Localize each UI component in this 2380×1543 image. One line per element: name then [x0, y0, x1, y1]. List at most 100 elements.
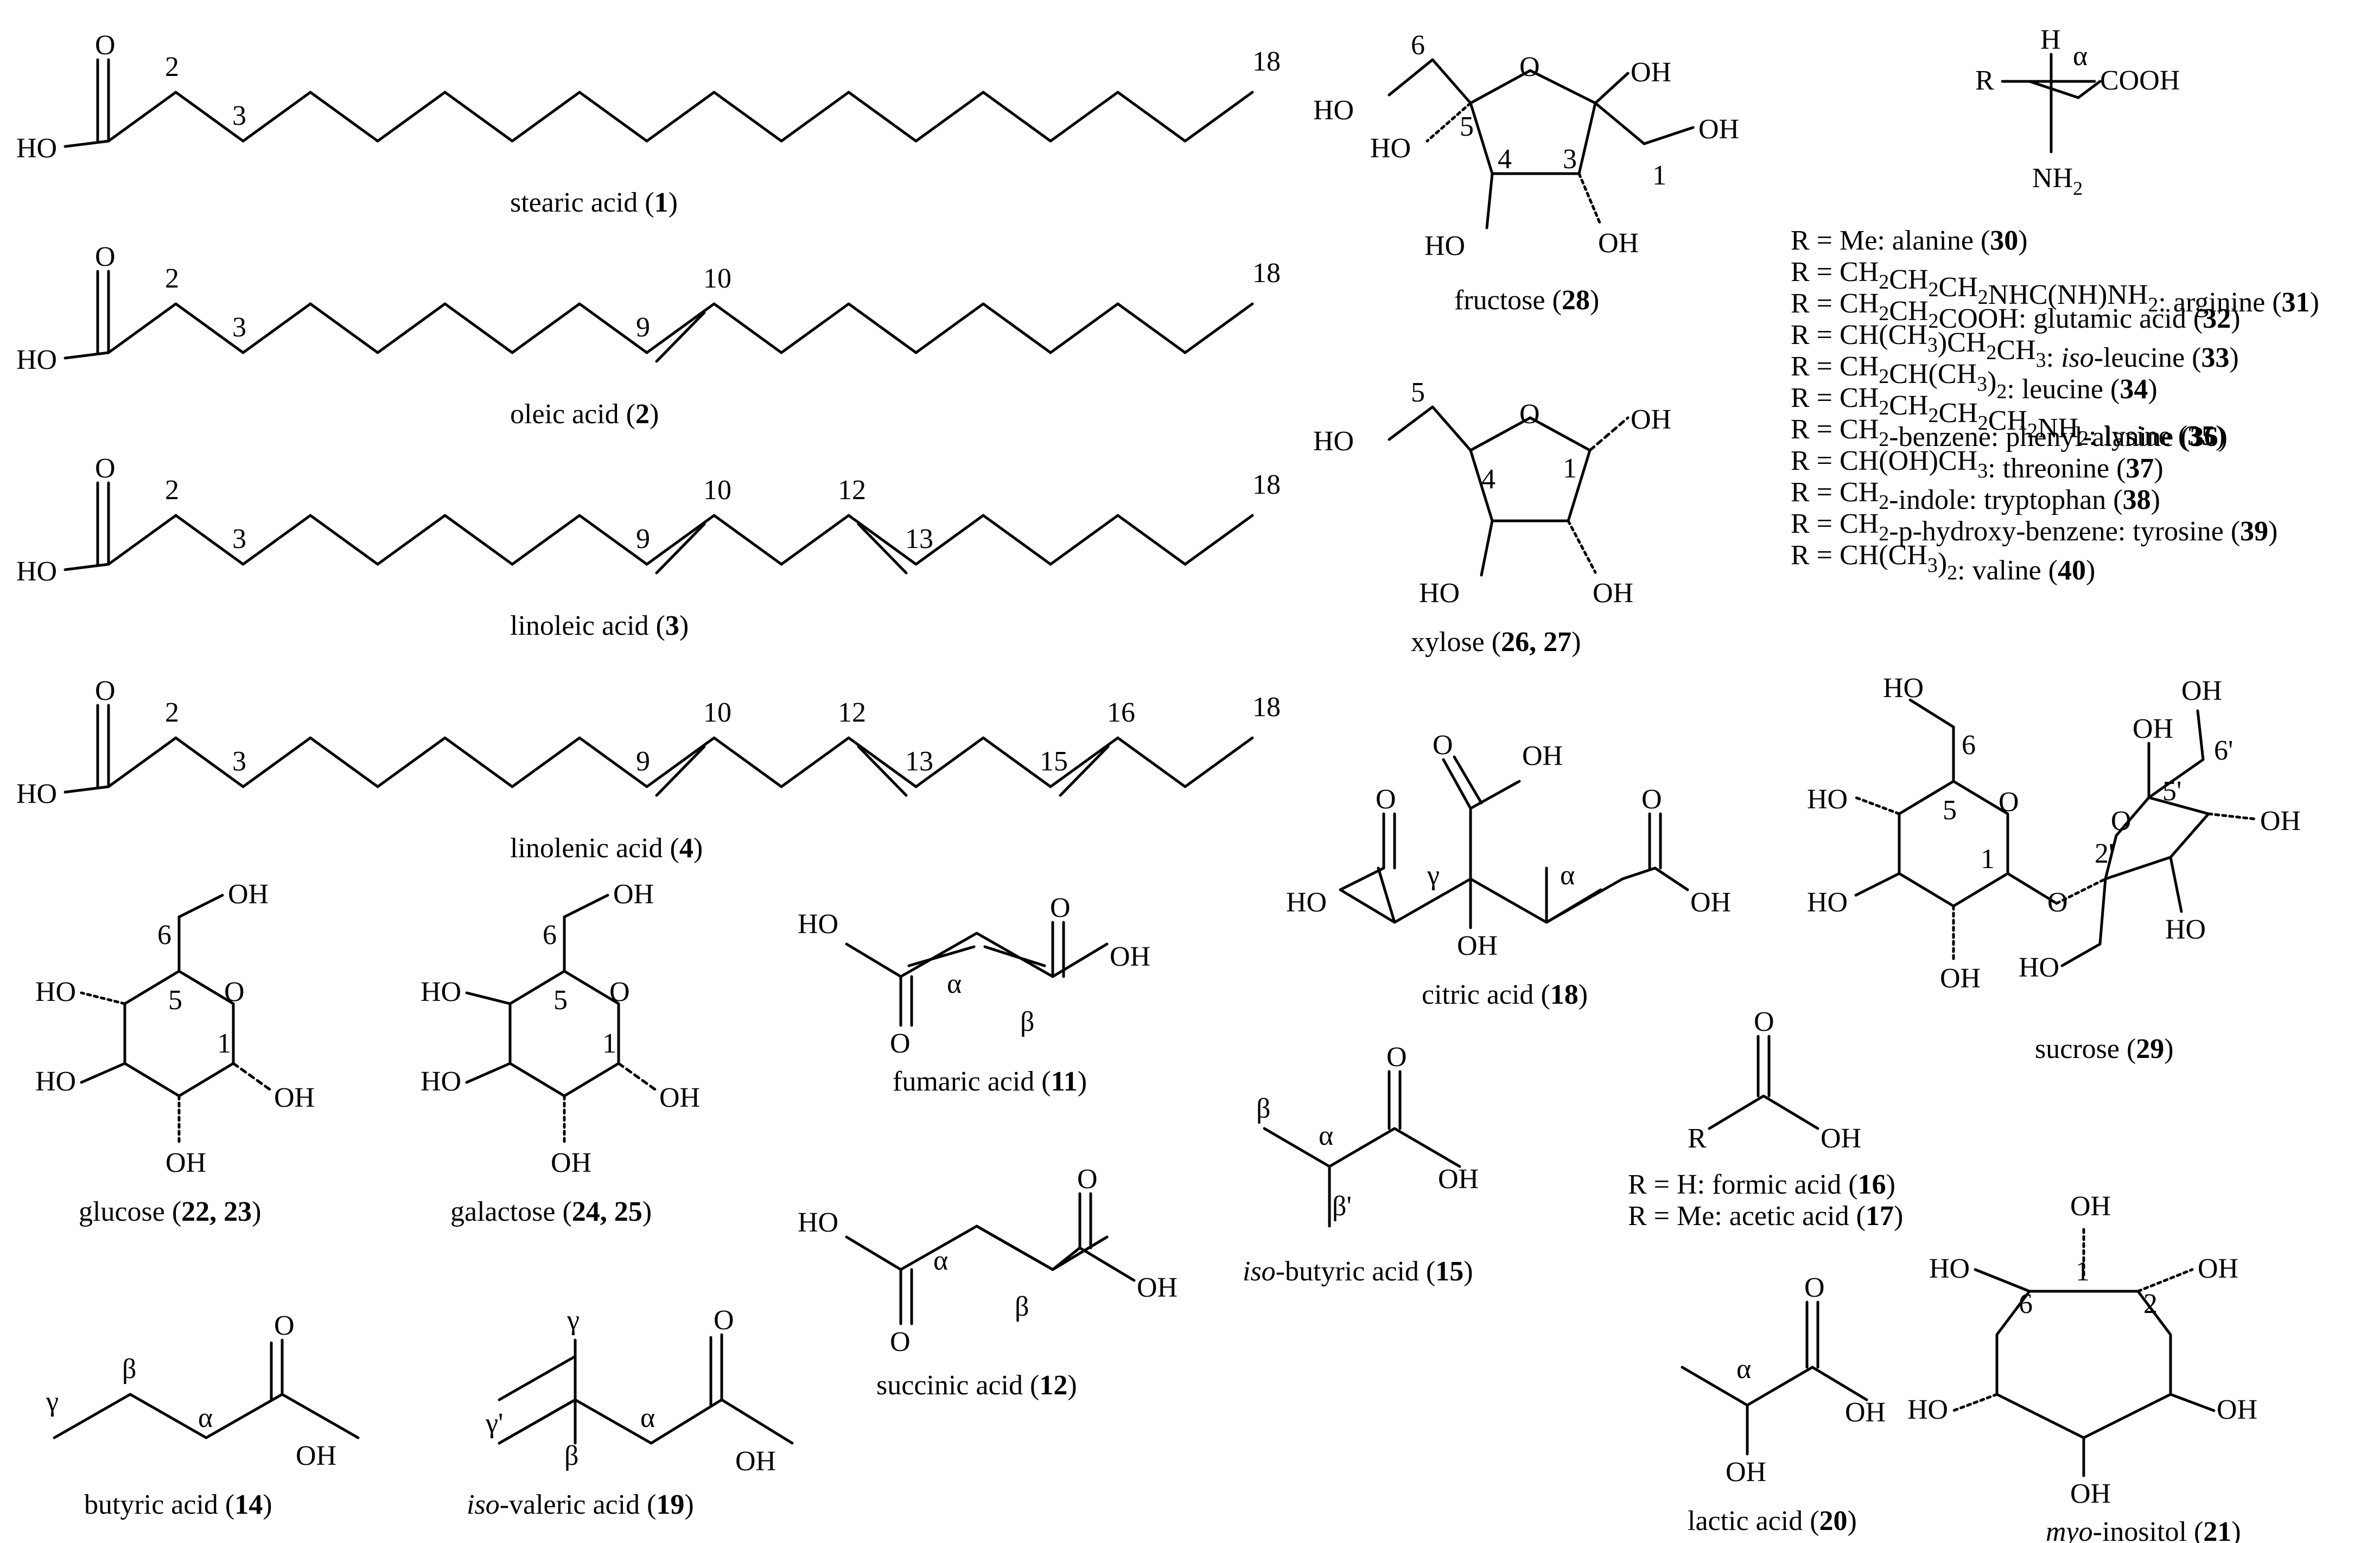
sucrose-pos-6: 6	[1962, 730, 1976, 761]
sucrose-ring-o-fru: O	[2111, 806, 2131, 837]
citric-gamma: γ	[1427, 860, 1440, 891]
glucose-pos-6: 6	[157, 920, 171, 951]
inositol-oh-5: HO	[1907, 1394, 1948, 1425]
sucrose-oh-4: HO	[1807, 784, 1848, 815]
chain-bond	[645, 91, 716, 143]
linoleic-pos-10: 10	[703, 475, 731, 506]
chain-bond	[309, 302, 379, 354]
linoleic-carbonyl-o: O	[95, 453, 116, 484]
oleic-pos-2: 2	[165, 263, 179, 294]
chain-bond	[376, 91, 447, 143]
chain-bond	[712, 302, 783, 354]
chain-bond	[780, 302, 850, 354]
inositol-oh-4: OH	[2070, 1478, 2111, 1509]
fructose-pos-6: 6	[1411, 30, 1425, 61]
double-bond	[655, 522, 706, 575]
xylose-ring-o: O	[1519, 399, 1540, 430]
chain-bond	[309, 736, 379, 788]
xylose-oh-2: OH	[1593, 578, 1633, 609]
butyric-oh: OH	[296, 1440, 336, 1471]
chain-bond	[578, 736, 648, 788]
chain-bond	[443, 736, 514, 788]
galactose-ring-o: O	[609, 977, 630, 1008]
amino-acid-entry: R = CH2-benzene: phenyl-alanine (36)	[1791, 414, 2228, 452]
chain-bond	[241, 91, 312, 143]
chain-bond	[1183, 736, 1254, 788]
galactose-pos-1: 1	[602, 1028, 616, 1059]
sucrose-pos-2p: 2'	[2095, 838, 2114, 869]
chain-bond	[107, 91, 177, 143]
galactose-pos-5: 5	[553, 985, 568, 1016]
amino-cooh: COOH	[2100, 65, 2180, 96]
oleic-pos-3: 3	[232, 312, 246, 343]
chain-bond	[847, 302, 918, 354]
amino-acid-entry: R = CH2CH2CH2CH2NH2: lysine (35)	[1791, 382, 2225, 451]
chain-bond	[107, 514, 177, 566]
glucose-ring-o: O	[224, 977, 245, 1008]
sucrose-pos-5p: 5'	[2162, 776, 2181, 807]
inositol-oh-3: OH	[2217, 1394, 2257, 1425]
isovaleric-gamma: γ	[567, 1305, 580, 1336]
linoleic-pos-2: 2	[165, 475, 179, 506]
glucose-oh-4: HO	[35, 977, 76, 1008]
sucrose-oh-3: HO	[1807, 887, 1848, 918]
amino-alpha: α	[2073, 41, 2088, 72]
succinic-oh: OH	[1137, 1272, 1178, 1303]
xylose-caption: xylose (26, 27)	[1411, 627, 1581, 658]
succinic-o1: O	[890, 1327, 911, 1357]
isovaleric-gammap: γ'	[485, 1408, 503, 1439]
succinic-o2: O	[1077, 1164, 1098, 1195]
fumaric-o2: O	[1050, 892, 1071, 923]
isovaleric-caption: iso-valeric acid (19)	[467, 1489, 694, 1520]
lactic-caption: lactic acid (20)	[1688, 1506, 1857, 1536]
succinic-ho: HO	[798, 1207, 838, 1238]
chain-bond	[914, 514, 985, 566]
fumaric-acid-structure: HO O α β O OH fumaric acid (11)	[798, 892, 1150, 1097]
xylose-pos-1: 1	[1563, 453, 1577, 484]
lactic-oh-alpha: OH	[1726, 1457, 1766, 1488]
linoleic-pos-12: 12	[838, 475, 866, 506]
xylose-pos-5: 5	[1411, 377, 1425, 408]
chain-bond	[107, 302, 177, 354]
citric-o-center: O	[1433, 730, 1453, 761]
amino-h: H	[2040, 24, 2061, 55]
chain-bond	[1116, 91, 1187, 143]
chain-bond	[1183, 302, 1254, 354]
fumaric-ho: HO	[798, 909, 838, 940]
galactose-oh-4: HO	[421, 977, 461, 1008]
chain-bond	[712, 736, 783, 788]
citric-o-right: O	[1641, 784, 1662, 815]
xylose-pos-4: 4	[1481, 464, 1496, 495]
fumaric-oh: OH	[1110, 941, 1150, 972]
double-bond	[857, 522, 908, 575]
linolenic-pos-2: 2	[165, 697, 179, 728]
chain-bond	[1116, 302, 1187, 354]
inositol-caption: myo-inositol (21)	[2046, 1516, 2241, 1543]
amino-acid-structure: H R α COOH NH2	[1975, 24, 2180, 199]
chain-bond	[376, 736, 447, 788]
carboxylic-r: R	[1688, 1123, 1707, 1154]
sucrose-oh-2: OH	[1940, 963, 1981, 994]
isovaleric-o: O	[714, 1305, 734, 1336]
chain-bond	[982, 514, 1052, 566]
chain-bond	[914, 302, 985, 354]
chain-bond	[1116, 736, 1187, 788]
fructose-ring-o: O	[1519, 52, 1540, 82]
oleic-pos-18: 18	[1252, 258, 1281, 289]
fructose-pos-5: 5	[1460, 111, 1474, 142]
sucrose-oh-5p: OH	[2133, 713, 2173, 744]
linoleic-pos-18: 18	[1252, 469, 1281, 500]
glucose-structure: OH 6 5 O 1 OH OH HO HO glucose (22, 23)	[35, 879, 315, 1227]
galactose-caption: galactose (24, 25)	[450, 1196, 652, 1227]
butyric-o: O	[274, 1310, 295, 1341]
xylose-structure: O 5 HO 4 1 OH HO OH xylose (26, 27)	[1313, 377, 1671, 658]
linoleic-pos-13: 13	[905, 524, 933, 554]
carboxylic-acid-structure: O R OH	[1688, 1006, 1861, 1154]
amino-r: R	[1975, 65, 1994, 96]
oleic-pos-9: 9	[636, 312, 650, 343]
amino-acid-entry: R = CH2CH2CH2NHC(NH)NH2: arginine (31)	[1791, 257, 2319, 318]
stearic-carbonyl-o: O	[95, 30, 116, 61]
citric-caption: citric acid (18)	[1422, 979, 1588, 1010]
oleic-pos-10: 10	[703, 263, 731, 294]
linoleic-hydroxyl: HO	[16, 556, 57, 587]
